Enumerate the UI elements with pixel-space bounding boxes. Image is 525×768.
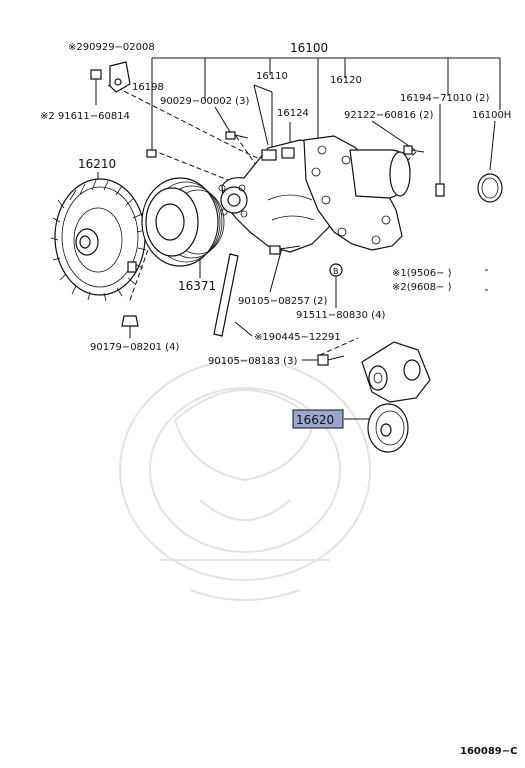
stud-16194 bbox=[435, 183, 445, 197]
label-90179: 90179−08201 (4) bbox=[90, 342, 179, 353]
label-190445: ※190445−12291 bbox=[254, 332, 341, 343]
label-16620: 16620 bbox=[296, 413, 334, 427]
label-16194: 16194−71010 (2) bbox=[400, 93, 489, 104]
label-92122: 92122−60816 (2) bbox=[344, 110, 433, 121]
pulley-16371 bbox=[141, 177, 225, 267]
note-1: ※1(9506− ) bbox=[392, 268, 452, 279]
outlet-neck bbox=[349, 149, 411, 199]
label-16210: 16210 bbox=[78, 157, 116, 171]
watermark-emblem bbox=[119, 359, 371, 601]
bolt-90029 bbox=[225, 131, 249, 140]
part-highlight-16620 bbox=[292, 409, 344, 429]
marker-b bbox=[329, 263, 343, 277]
note-2: ※2(9608− ) bbox=[392, 282, 452, 293]
label-90105-lower: 90105−08183 (3) bbox=[208, 356, 297, 367]
label-90929: ※290929−02008 bbox=[68, 42, 155, 53]
label-91511: 91511−80830 (4) bbox=[296, 310, 385, 321]
label-90105-upper: 90105−08257 (2) bbox=[238, 296, 327, 307]
label-16110: 16110 bbox=[256, 71, 288, 82]
label-16124: 16124 bbox=[277, 108, 309, 119]
fan-clutch-16210 bbox=[50, 178, 147, 302]
stud-92122 bbox=[403, 145, 425, 155]
label-16100H: 16100H bbox=[472, 110, 511, 121]
nut-90179 bbox=[121, 315, 139, 327]
footer-code: 160089−C bbox=[460, 746, 517, 757]
note-brackets bbox=[485, 269, 488, 291]
label-16198: 16198 bbox=[132, 82, 164, 93]
bracket-16198 bbox=[109, 61, 131, 93]
stud-small bbox=[146, 149, 157, 158]
label-90029: 90029−00002 (3) bbox=[160, 96, 249, 107]
label-16371: 16371 bbox=[178, 279, 216, 293]
label-16120: 16120 bbox=[330, 75, 362, 86]
label-16100: 16100 bbox=[290, 41, 328, 55]
tube-190445 bbox=[213, 253, 239, 337]
label-b: B bbox=[333, 267, 339, 276]
bolt-90105-lower bbox=[317, 354, 345, 366]
gasket-plate-16120 bbox=[303, 135, 403, 251]
bolt-91611 bbox=[90, 69, 102, 88]
bolt-90105-upper bbox=[269, 245, 301, 255]
label-91611: ※2 91611−60814 bbox=[40, 111, 130, 122]
leader-lines bbox=[95, 57, 501, 420]
tensioner-16620 bbox=[361, 341, 431, 453]
o-ring-16100H bbox=[477, 173, 503, 203]
